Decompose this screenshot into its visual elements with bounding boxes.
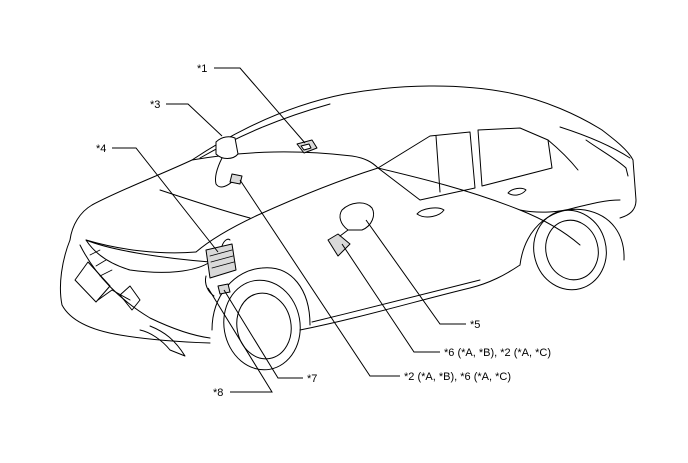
callout-label-7: *7 — [307, 373, 317, 385]
part-3-inner-mirror-camera — [215, 136, 243, 188]
part-1-rain-sensor — [296, 139, 318, 154]
part-4-ecu — [205, 238, 237, 297]
leader-lines — [112, 67, 466, 393]
part-7-sensor — [217, 283, 231, 295]
callout-label-2: *2 (*A, *B), *6 (*A, *C) — [404, 371, 511, 383]
callout-label-5: *5 — [470, 319, 480, 331]
callout-label-6: *6 (*A, *B), *2 (*A, *C) — [444, 347, 551, 359]
callout-label-1: *1 — [197, 63, 207, 75]
part-5-outer-mirror — [327, 202, 375, 257]
callout-label-8: *8 — [213, 387, 223, 399]
callout-label-3: *3 — [150, 99, 160, 111]
callout-label-4: *4 — [96, 143, 106, 155]
car-outline — [59, 85, 637, 371]
